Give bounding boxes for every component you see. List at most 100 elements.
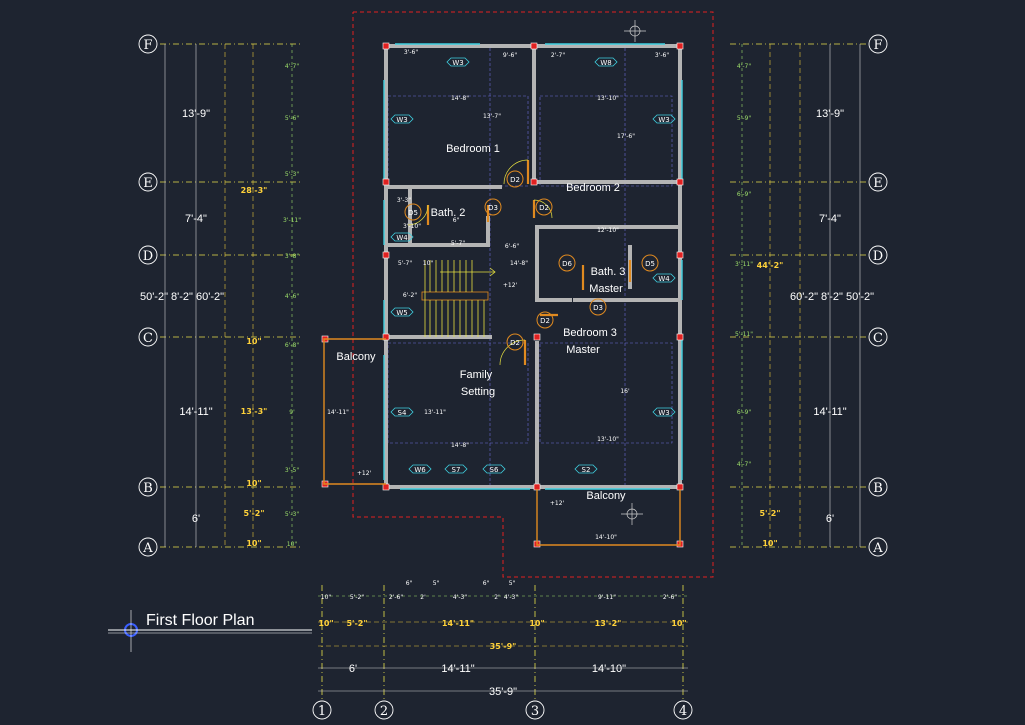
grid-bubble-c: C [143, 331, 153, 346]
door-tag-d3: D3 [488, 204, 498, 212]
svg-text:6': 6' [349, 663, 357, 675]
svg-text:3'-11": 3'-11" [283, 217, 301, 224]
tag-w8: W8 [600, 59, 611, 67]
dim-bottom-row1: 2' [420, 594, 426, 601]
grid-bubble-e: E [143, 176, 153, 191]
grid-lines [160, 43, 866, 700]
dim-right-ed: 7'-4" [819, 213, 841, 225]
svg-text:6'-6": 6'-6" [505, 243, 519, 250]
svg-text:10": 10" [287, 541, 298, 548]
dim-bottom-row2: 10" [671, 619, 686, 628]
door-tag-d2: D2 [510, 339, 520, 347]
svg-text:12'-10": 12'-10" [597, 227, 619, 234]
grid-bubble-d: D [143, 249, 153, 264]
dim-left-fe: 13'-9" [182, 108, 210, 120]
grid-bubble-e: E [873, 176, 883, 191]
grid-bubble-4: 4 [679, 704, 687, 719]
svg-text:14'-11": 14'-11" [441, 663, 474, 675]
svg-text:6'-2": 6'-2" [403, 292, 417, 299]
dim-bottom-row2: 10" [318, 619, 333, 628]
tag-w3: W3 [658, 116, 669, 124]
dim-bottom-row2: 10" [529, 619, 544, 628]
tag-w4: W4 [658, 275, 670, 283]
room-label-balcony-bottom: Balcony [586, 490, 626, 502]
room-label-bath-2: Bath. 2 [431, 207, 466, 219]
north-arrow-icon [621, 20, 646, 525]
tag-w5: W5 [396, 309, 407, 317]
tag-s7: S7 [452, 466, 461, 474]
door-tag-d6: D6 [562, 260, 572, 268]
svg-text:5'-11": 5'-11" [735, 331, 753, 338]
dim-bottom-row1: 9'-11" [598, 594, 616, 601]
room-label-bedroom-1: Bedroom 1 [446, 143, 500, 155]
svg-text:4'-6": 4'-6" [285, 293, 299, 300]
svg-text:5'-2": 5'-2" [243, 509, 264, 518]
dim-bottom-row2: 14'-11" [442, 619, 474, 628]
dim-bottom-row2: 5'-2" [346, 619, 367, 628]
svg-text:5'-6": 5'-6" [285, 115, 299, 122]
svg-text:13'-10": 13'-10" [597, 95, 619, 102]
svg-text:5'-7": 5'-7" [451, 240, 465, 247]
dim-bottom-row2: 13'-2" [595, 619, 622, 628]
page-title: First Floor Plan [146, 612, 254, 629]
svg-text:4'-7": 4'-7" [737, 63, 751, 70]
dim-bottom-total: 35'-9" [489, 686, 517, 698]
tag-w6: W6 [414, 466, 426, 474]
svg-text:5'-3": 5'-3" [285, 171, 299, 178]
grid-bubble-b: B [143, 481, 153, 496]
svg-text:13'-11": 13'-11" [424, 409, 446, 416]
grid-bubble-1: 1 [318, 704, 326, 719]
dim-bottom-row1: 2'-6" [389, 594, 403, 601]
door-tag-d3: D3 [593, 304, 603, 312]
svg-text:14'-8": 14'-8" [510, 260, 528, 267]
room-label-balcony-left: Balcony [336, 351, 376, 363]
svg-text:6": 6" [453, 217, 460, 224]
dim-right-ba: 6' [826, 513, 834, 525]
tag-w3: W3 [452, 59, 463, 67]
svg-text:13'-3": 13'-3" [241, 407, 268, 416]
grid-bubble-3: 3 [531, 704, 539, 719]
svg-text:3'-11": 3'-11" [735, 261, 753, 268]
svg-text:5'-2": 5'-2" [759, 509, 780, 518]
room-label-family: Family [460, 369, 493, 381]
room-label-bath-3-master: Master [589, 283, 623, 295]
dim-bottom-row1: 5'-2" [350, 594, 364, 601]
dim-left-ed: 7'-4" [185, 213, 207, 225]
svg-text:5'-3": 5'-3" [285, 511, 299, 518]
svg-text:2'-7": 2'-7" [551, 52, 565, 59]
svg-text:9': 9' [289, 409, 295, 416]
svg-text:4'-7": 4'-7" [737, 461, 751, 468]
tag-s6: S6 [490, 466, 499, 474]
tag-w3: W3 [658, 409, 669, 417]
svg-text:10": 10" [246, 479, 261, 488]
dim-bottom-row1-top: 6" [406, 580, 413, 587]
grid-bubble-d: D [873, 249, 883, 264]
svg-text:17'-6": 17'-6" [617, 133, 635, 140]
grid-bubble-2: 2 [380, 704, 388, 719]
svg-text:3'-5": 3'-5" [285, 467, 299, 474]
door-tag-d5: D5 [645, 260, 655, 268]
staircase [421, 260, 496, 337]
svg-text:14'-10": 14'-10" [592, 663, 626, 675]
svg-text:10": 10" [762, 539, 777, 548]
dim-left-ba: 6' [192, 513, 200, 525]
balconies [323, 338, 681, 546]
grid-bubble-f: F [143, 38, 152, 53]
dim-bottom-row1-top: 5" [509, 580, 516, 587]
svg-text:13'-7": 13'-7" [483, 113, 501, 120]
svg-text:44'-2": 44'-2" [757, 261, 784, 270]
dim-bottom-row1: 2' [494, 594, 500, 601]
grid-bubble-a: A [142, 541, 153, 556]
svg-text:28'-3": 28'-3" [241, 186, 268, 195]
dim-right-fe: 13'-9" [816, 108, 844, 120]
svg-text:+12': +12' [550, 500, 565, 507]
dim-bottom-row1: 4'-3" [504, 594, 518, 601]
door-tag-d2: D2 [539, 204, 549, 212]
room-label-bedroom-3-master: Master [566, 344, 600, 356]
dim-bottom-row1: 2'-6" [663, 594, 677, 601]
svg-text:14'-11": 14'-11" [327, 409, 349, 416]
dim-bottom-row1: 10" [321, 594, 332, 601]
svg-text:6'-9": 6'-9" [737, 191, 751, 198]
svg-text:+12': +12' [357, 470, 372, 477]
